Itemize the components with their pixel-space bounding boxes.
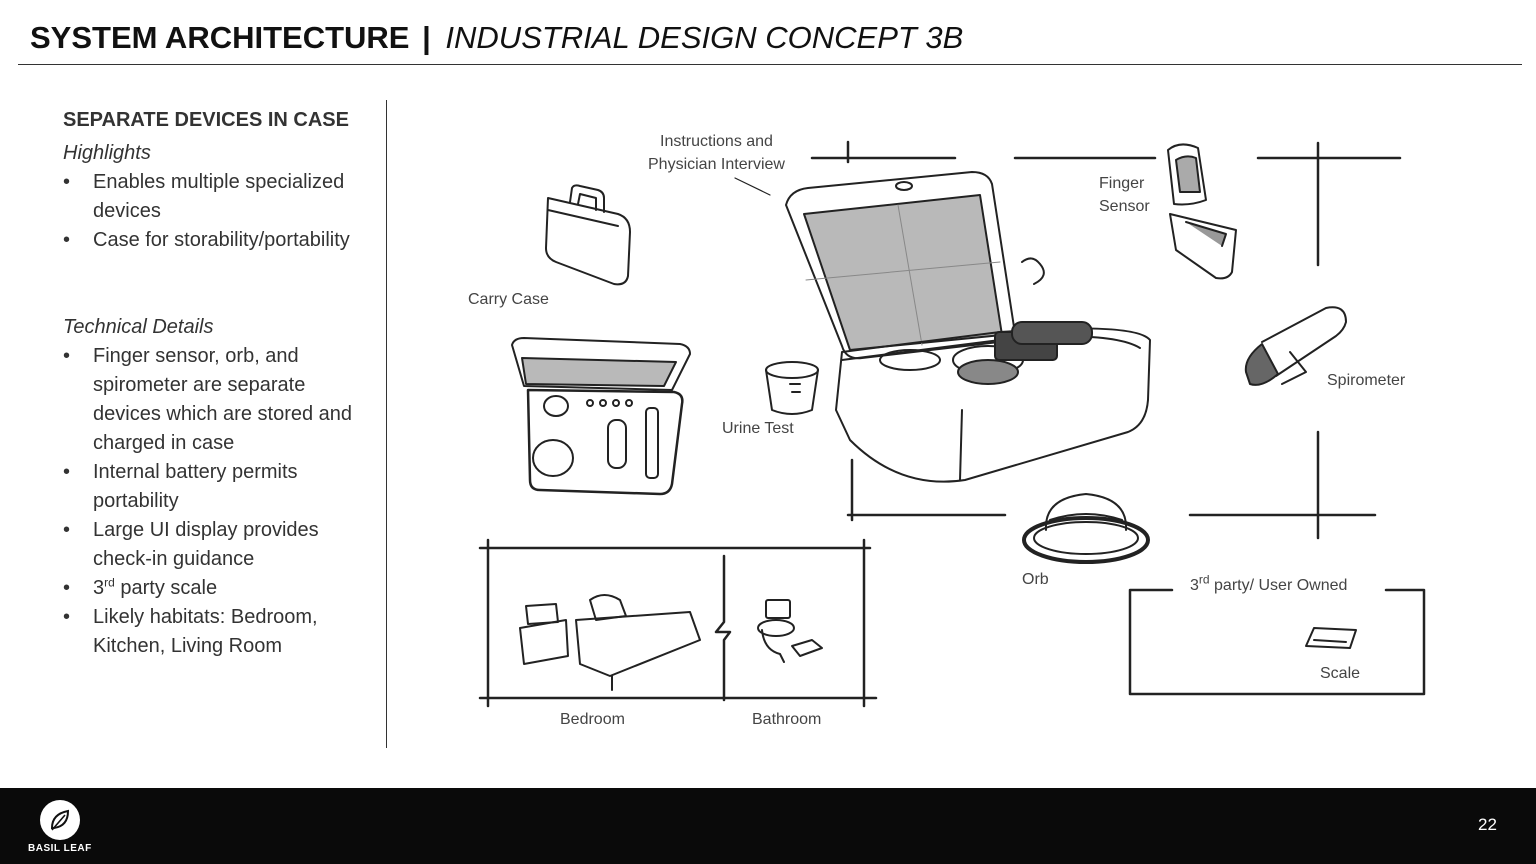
technical-item: 3rd party scale bbox=[63, 574, 363, 603]
third-party-box bbox=[1128, 588, 1426, 696]
label-bedroom: Bedroom bbox=[560, 711, 625, 728]
instructions-leader bbox=[734, 177, 771, 196]
technical-item: Finger sensor, orb, and spirometer are s… bbox=[63, 342, 363, 458]
highlight-item: Enables multiple specialized devices bbox=[63, 168, 363, 226]
carry-case-sketch bbox=[545, 184, 631, 286]
column-divider bbox=[386, 100, 387, 748]
page-number: 22 bbox=[1478, 815, 1497, 834]
title-subtitle: INDUSTRIAL DESIGN CONCEPT 3B bbox=[445, 20, 964, 55]
label-bathroom: Bathroom bbox=[752, 711, 822, 728]
label-scale: Scale bbox=[1320, 665, 1361, 682]
frame-lines bbox=[810, 140, 1402, 540]
label-orb: Orb bbox=[1022, 571, 1049, 588]
bathroom-sketch bbox=[757, 599, 823, 663]
label-urine-test: Urine Test bbox=[722, 420, 794, 437]
technical-item: Internal battery permits portability bbox=[63, 458, 363, 516]
footer-bar bbox=[0, 788, 1536, 864]
technical-list: Finger sensor, orb, and spirometer are s… bbox=[63, 342, 363, 661]
orb-sketch bbox=[1022, 493, 1150, 564]
highlights-list: Enables multiple specialized devices Cas… bbox=[63, 168, 363, 255]
left-panel: SEPARATE DEVICES IN CASE Highlights Enab… bbox=[63, 106, 363, 661]
label-finger-1: Finger bbox=[1099, 175, 1145, 192]
urine-test-sketch bbox=[765, 361, 819, 415]
highlight-item: Case for storability/portability bbox=[63, 226, 363, 255]
open-case-sketch bbox=[511, 337, 691, 496]
label-spirometer: Spirometer bbox=[1327, 372, 1406, 389]
concept-sketch bbox=[478, 140, 1426, 708]
brand-name: BASIL LEAF bbox=[28, 843, 92, 854]
label-instructions-2: Physician Interview bbox=[648, 156, 785, 173]
main-case-sketch bbox=[785, 171, 1151, 483]
label-instructions-1: Instructions and bbox=[660, 133, 773, 150]
title-main: SYSTEM ARCHITECTURE bbox=[30, 20, 410, 55]
finger-sensor-sketch bbox=[1167, 143, 1237, 280]
habitat-frame bbox=[478, 538, 878, 708]
technical-item: Likely habitats: Bedroom, Kitchen, Livin… bbox=[63, 603, 363, 661]
technical-item: Large UI display provides check-in guida… bbox=[63, 516, 363, 574]
label-carry-case: Carry Case bbox=[468, 291, 549, 308]
title-divider bbox=[18, 64, 1522, 65]
highlights-label: Highlights bbox=[63, 142, 151, 164]
label-third-party: 3rd party/ User Owned bbox=[1190, 572, 1348, 594]
leaf-logo-icon bbox=[40, 800, 80, 840]
label-finger-2: Sensor bbox=[1099, 198, 1150, 215]
spirometer-sketch bbox=[1244, 306, 1347, 386]
scale-sketch bbox=[1305, 627, 1357, 649]
page-title: SYSTEM ARCHITECTURE | INDUSTRIAL DESIGN … bbox=[30, 18, 963, 58]
panel-heading: SEPARATE DEVICES IN CASE bbox=[63, 109, 349, 131]
bedroom-sketch bbox=[519, 594, 701, 691]
title-separator: | bbox=[422, 20, 431, 55]
technical-label: Technical Details bbox=[63, 316, 214, 338]
